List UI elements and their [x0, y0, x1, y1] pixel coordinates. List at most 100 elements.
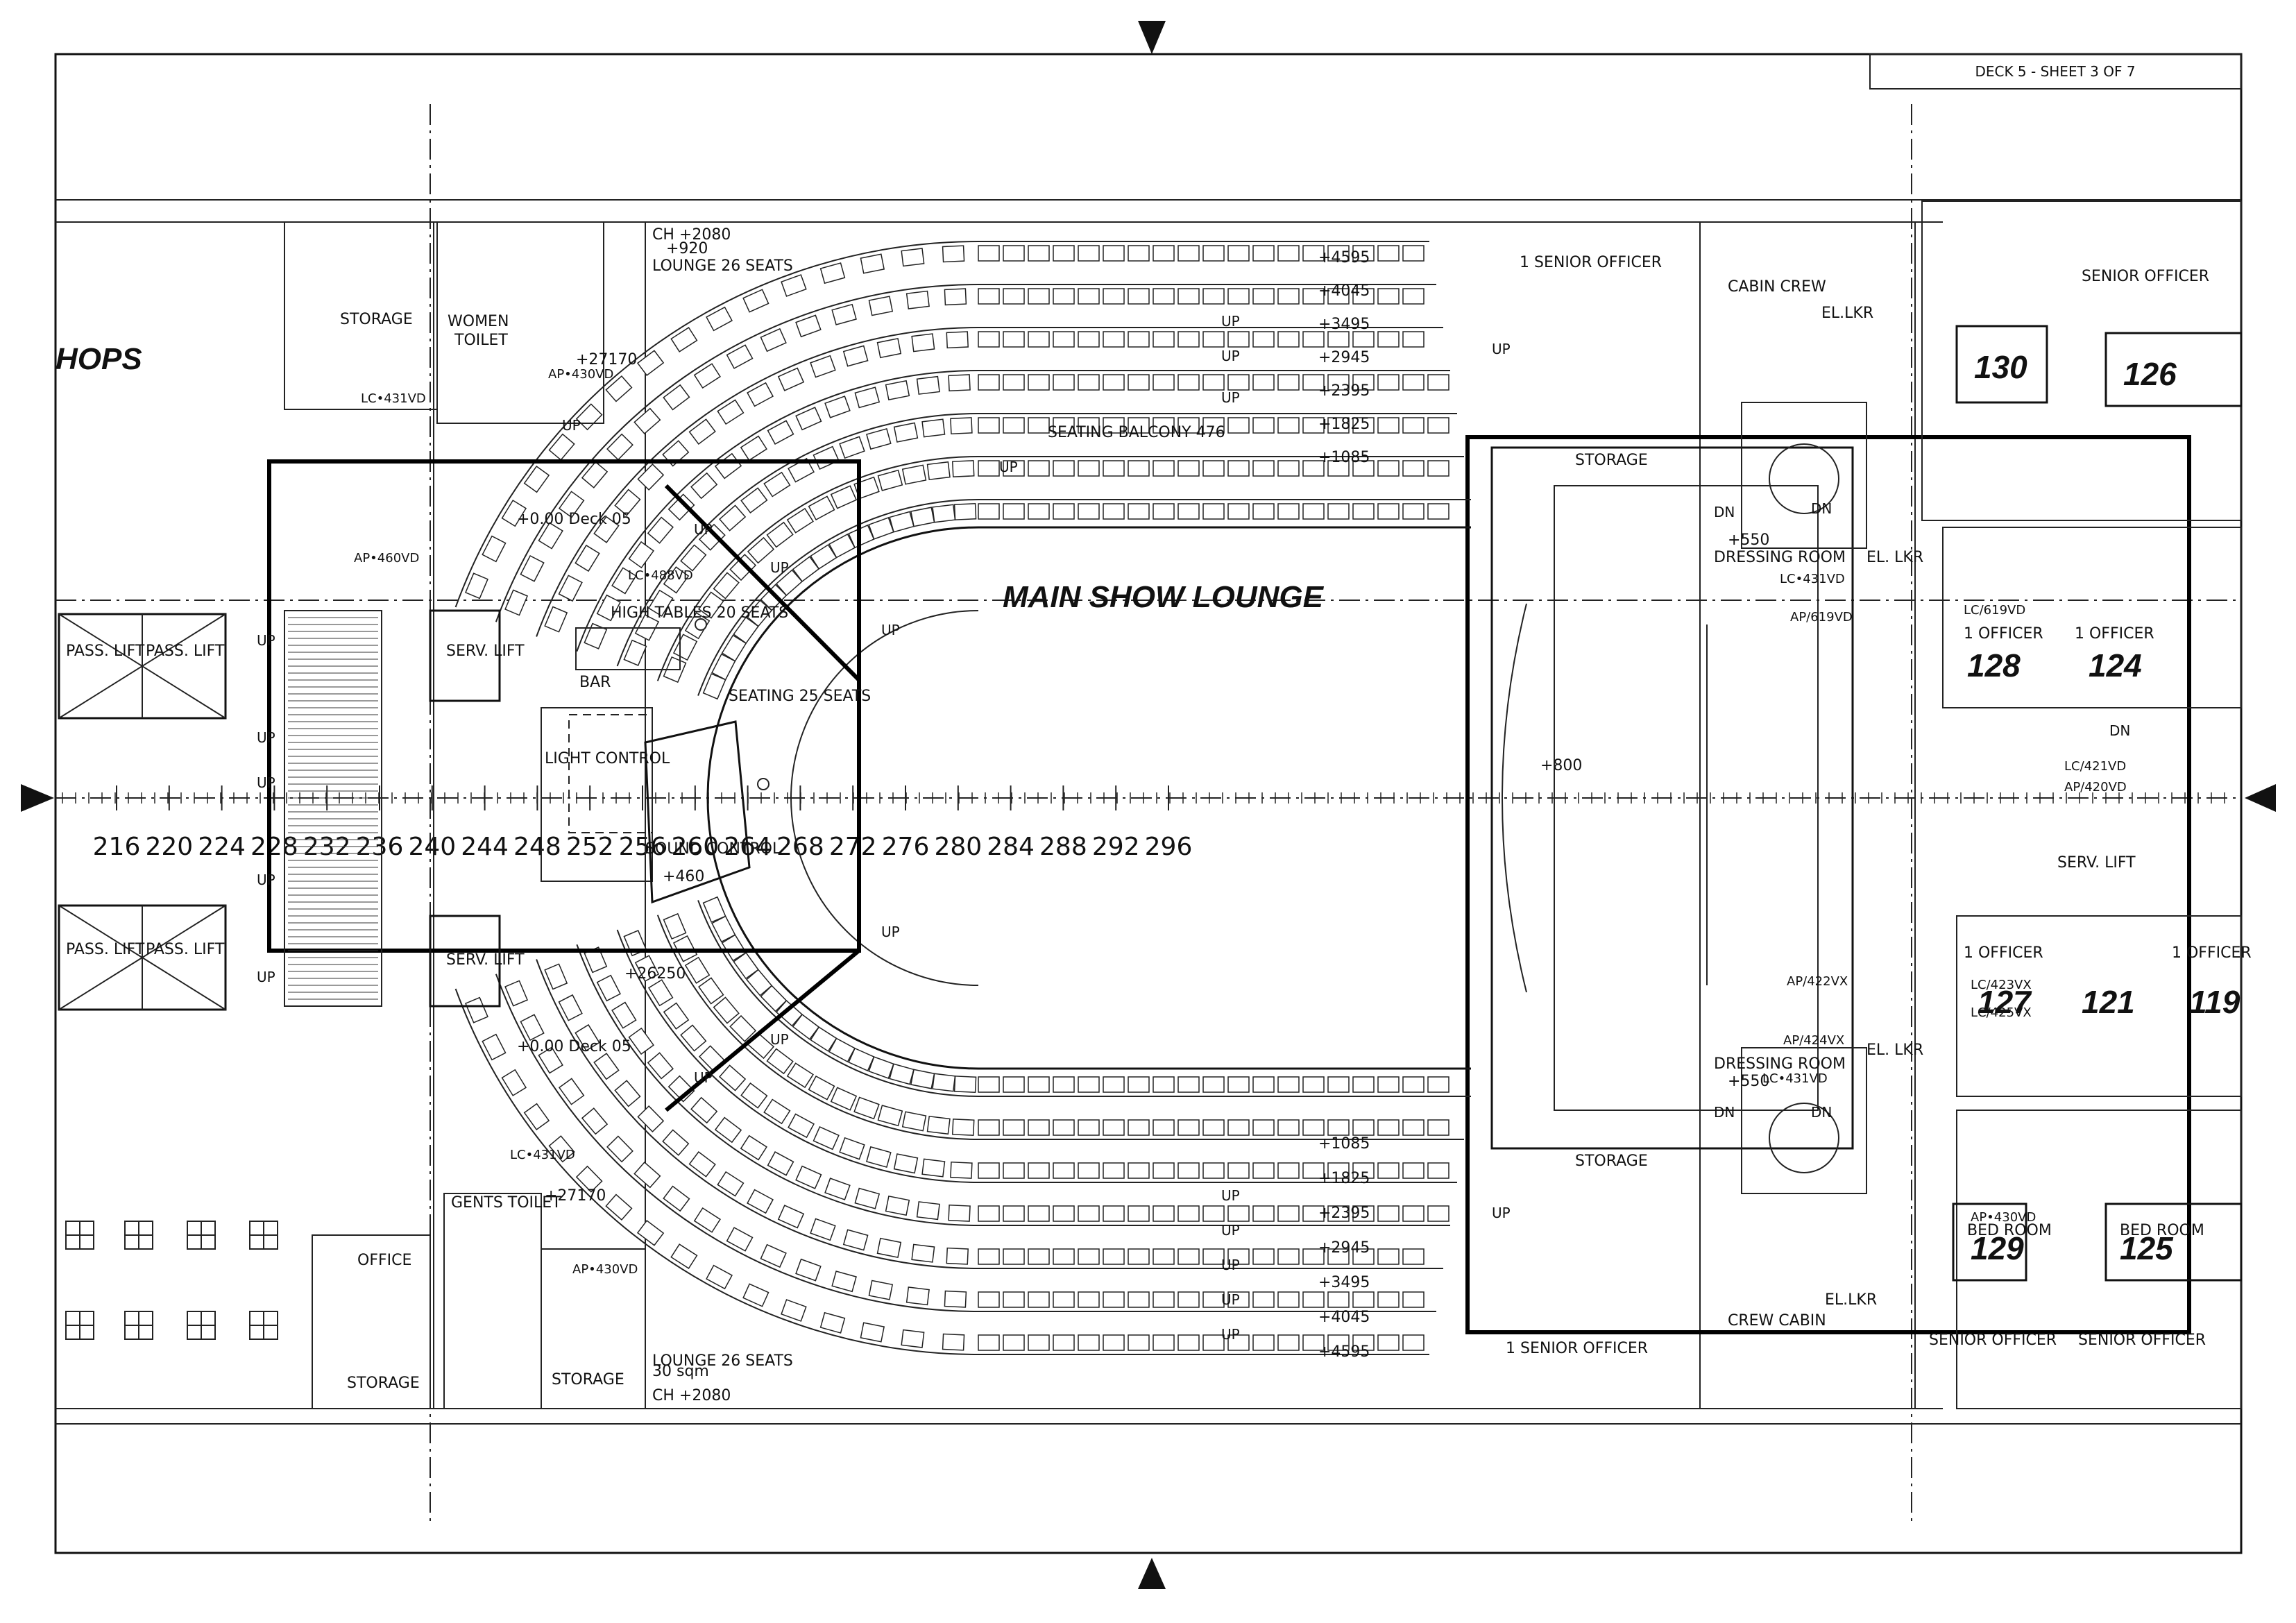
seat	[767, 1151, 794, 1176]
seat	[1402, 245, 1425, 262]
seat	[1327, 331, 1350, 348]
storage-label-stage-bot: STORAGE	[1575, 1153, 1648, 1170]
seat	[828, 533, 856, 559]
seat	[1153, 331, 1175, 348]
seat	[1103, 1291, 1125, 1308]
seat	[1402, 503, 1425, 520]
ap430-annot-top: AP•430VD	[548, 367, 613, 382]
seat	[854, 1187, 881, 1209]
seat	[1028, 1334, 1050, 1351]
seat	[1202, 374, 1225, 391]
seat	[1202, 460, 1225, 477]
seat	[1227, 1076, 1250, 1093]
deck-annot-top: +0.00 Deck 05	[517, 511, 631, 528]
seat	[810, 1218, 836, 1241]
seat	[558, 491, 585, 518]
lc425-annot: LC/425VX	[1971, 1005, 2032, 1020]
frame-number-label: 216	[93, 833, 141, 861]
seat	[795, 1165, 822, 1189]
el-lkr-top: EL.LKR	[1821, 305, 1873, 322]
seat	[1128, 1076, 1150, 1093]
seat	[1252, 460, 1275, 477]
left-service	[65, 221, 646, 1409]
frame-number-label: 280	[934, 833, 982, 861]
seat	[786, 1062, 814, 1089]
seat	[717, 1171, 745, 1197]
seat	[1177, 245, 1200, 262]
stair-up-label: UP	[257, 774, 275, 791]
seat	[1053, 1248, 1075, 1265]
seating-row-bottom	[536, 959, 1443, 1269]
seat	[1028, 288, 1050, 305]
seat	[1277, 417, 1300, 434]
seat	[1302, 1119, 1325, 1136]
frame-number-label: 276	[882, 833, 930, 861]
one-officer-4: 1 OFFICER	[2172, 944, 2252, 962]
senior-officer-label-1: SENIOR OFFICER	[2082, 268, 2209, 285]
pass-lift-label-2: PASS. LIFT	[146, 643, 225, 660]
seat	[1252, 1162, 1275, 1179]
stair-up-label: UP	[999, 459, 1018, 475]
seat	[1003, 374, 1025, 391]
tier-height-top: +3495	[1318, 316, 1370, 333]
seat	[1227, 1205, 1250, 1222]
seat	[1202, 1076, 1225, 1093]
bed-room-1: BED ROOM	[1967, 1222, 2052, 1239]
seat	[623, 639, 647, 666]
seat	[698, 977, 724, 1005]
lc431-annot-bot: LC•431VD	[510, 1148, 575, 1162]
seat	[1177, 417, 1200, 434]
seat	[1377, 245, 1400, 262]
seat	[810, 544, 837, 570]
seat	[921, 418, 946, 438]
seat	[1227, 417, 1250, 434]
tier-height-top: +1085	[1318, 449, 1370, 466]
seat	[747, 382, 774, 407]
storage-label-stage-top: STORAGE	[1575, 452, 1648, 469]
frame-number-label: 288	[1039, 833, 1087, 861]
seat	[1202, 503, 1225, 520]
seat	[1302, 374, 1325, 391]
tier-height-top: +2945	[1318, 349, 1370, 366]
lc431-annot-top: LC•431VD	[361, 391, 426, 406]
seat	[1103, 417, 1125, 434]
left-core	[58, 609, 501, 1011]
seat	[1053, 1334, 1075, 1351]
pass-lift-label-4: PASS. LIFT	[146, 941, 225, 958]
seat	[921, 1158, 946, 1178]
seat	[1202, 1119, 1225, 1136]
stair-up-label: UP	[1221, 1326, 1240, 1343]
seat	[1402, 1119, 1425, 1136]
seat	[1103, 1162, 1125, 1179]
seat	[1277, 1076, 1300, 1093]
seat	[1252, 331, 1275, 348]
seating-row-bottom	[495, 974, 1436, 1312]
seat	[1377, 503, 1400, 520]
seat	[504, 980, 529, 1007]
seat	[766, 1048, 794, 1075]
seat	[953, 502, 977, 520]
lc431-right-bot: LC•431VD	[1762, 1071, 1828, 1086]
seat	[1153, 503, 1175, 520]
seat	[910, 507, 935, 527]
seat	[482, 535, 507, 563]
seat	[1078, 1076, 1100, 1093]
seat	[916, 375, 940, 395]
seat	[830, 485, 858, 509]
seat	[1227, 1291, 1250, 1308]
seat	[1327, 245, 1350, 262]
seat	[1028, 1205, 1050, 1222]
seat	[1128, 1119, 1150, 1136]
seat	[747, 1189, 774, 1214]
seat	[1128, 1291, 1150, 1308]
seat	[1302, 417, 1325, 434]
frame-number-label: 224	[198, 833, 246, 861]
seat	[740, 435, 767, 461]
seat	[868, 296, 894, 316]
seat	[868, 1056, 894, 1079]
tier-height-top: +4595	[1318, 249, 1370, 266]
stair-down-label: DN	[1714, 504, 1735, 520]
seat	[932, 1073, 956, 1092]
frame-number-label: 292	[1092, 833, 1140, 861]
